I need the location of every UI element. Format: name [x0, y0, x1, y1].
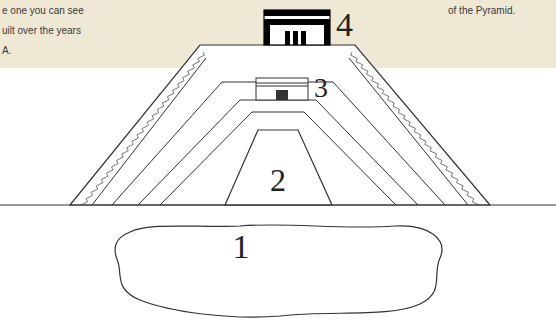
top-temple [324, 25, 330, 45]
inner-layer [138, 100, 418, 205]
outer-pyramid [70, 45, 490, 205]
inner-temple [256, 86, 308, 87]
note-text: e one you can see [2, 6, 84, 16]
stair-steps [351, 52, 479, 205]
top-temple [264, 19, 330, 25]
callout-number: 1 [233, 230, 250, 264]
callout-number: 4 [336, 8, 353, 42]
ground-line [0, 204, 556, 205]
callout-number: 3 [314, 74, 328, 102]
cenote-outline [115, 225, 442, 317]
top-temple [301, 31, 306, 45]
top-temple [264, 10, 330, 45]
top-temple [264, 10, 330, 16]
top-temple [264, 25, 270, 45]
inner-layer [160, 112, 396, 205]
inner-temple [276, 90, 288, 100]
note-text: A. [2, 46, 11, 56]
stair-edge [92, 58, 206, 205]
inner-temple [256, 83, 308, 84]
stair-edge [349, 58, 468, 205]
callout-number: 2 [270, 164, 286, 196]
note-text: uilt over the years [2, 26, 81, 36]
note-text: of the Pyramid. [448, 6, 515, 16]
inner-temple [256, 78, 308, 100]
stair-steps [81, 52, 479, 205]
top-temple [285, 31, 290, 45]
inner-pyramid [225, 130, 332, 205]
top-temple [293, 31, 298, 45]
stair-steps [81, 52, 205, 205]
